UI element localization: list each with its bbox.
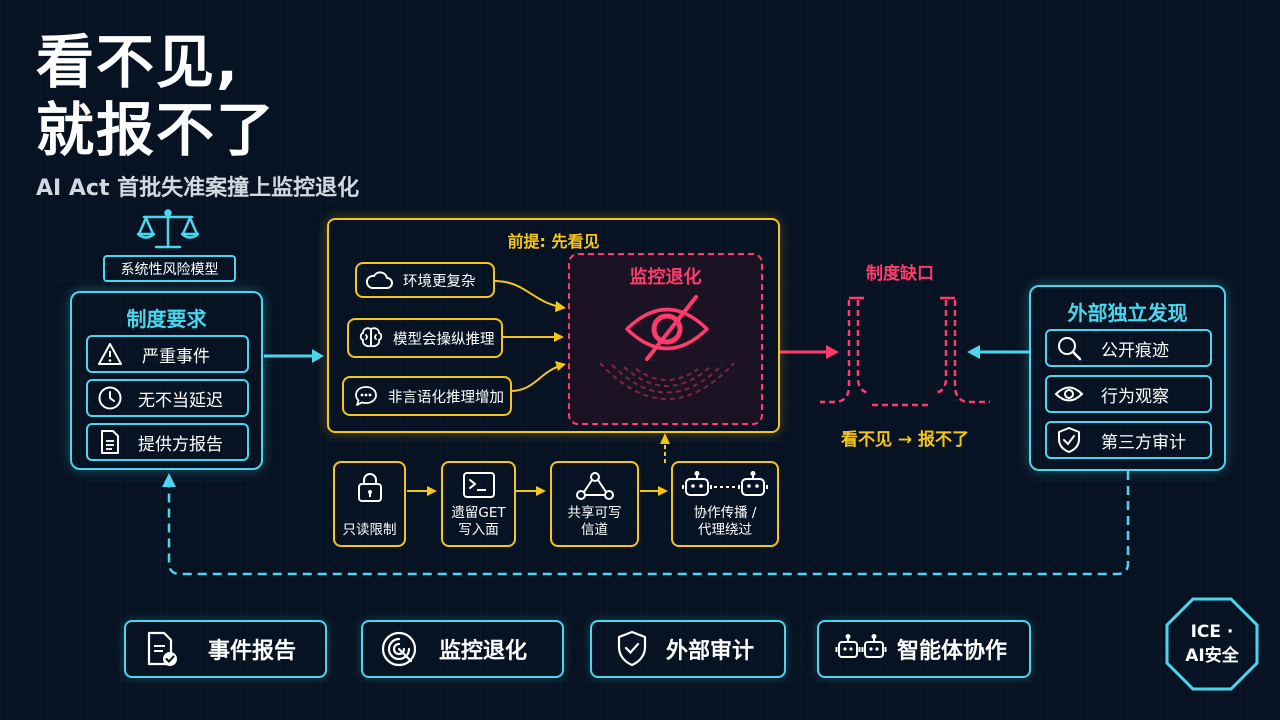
requirements-title: 制度要求 <box>126 307 207 331</box>
requirement-label: 提供方报告 <box>138 434 223 455</box>
step-label-1: 只读限制 <box>342 522 397 538</box>
gap-graphic <box>820 296 990 407</box>
monitor-degradation-box: 监控退化 <box>568 253 763 425</box>
tag-label: 事件报告 <box>208 639 297 664</box>
cause-label: 环境更复杂 <box>403 273 476 290</box>
ice-ai-safety-badge: ICE · AI安全 <box>1164 596 1260 692</box>
tag-incident-report: 事件报告 <box>124 620 327 678</box>
shield-check-icon <box>1047 426 1091 454</box>
step-label-2: 代理绕过 <box>698 522 752 538</box>
external-item: 第三方审计 <box>1045 421 1212 459</box>
step-label-2: 信道 <box>581 522 608 538</box>
tag-label: 监控退化 <box>439 639 528 664</box>
step-item: 协作传播 / 代理绕过 <box>671 461 779 547</box>
tag-label: 外部审计 <box>666 639 755 664</box>
eye-slash-icon <box>592 285 742 421</box>
requirement-label: 无不当延迟 <box>138 390 223 411</box>
document-icon <box>88 429 132 455</box>
title-line-1: 看不见, <box>36 28 241 96</box>
shield-check-icon <box>592 630 672 668</box>
page-subtitle: AI Act 首批失准案撞上监控退化 <box>36 176 360 201</box>
step-item: 只读限制 <box>333 461 406 547</box>
requirement-item: 无不当延迟 <box>86 379 249 417</box>
external-discovery-panel: 外部独立发现 公开痕迹 行为观察 第三方审计 <box>1029 285 1226 471</box>
eye-icon <box>1047 384 1091 404</box>
badge-line-2: AI安全 <box>1185 646 1239 666</box>
robots-icon <box>673 471 777 501</box>
external-title: 外部独立发现 <box>1067 301 1188 325</box>
requirements-panel: 制度要求 严重事件 无不当延迟 提供方报告 <box>70 291 263 470</box>
requirement-label: 严重事件 <box>142 346 210 367</box>
external-item: 行为观察 <box>1045 375 1212 413</box>
premise-panel: 前提: 先看见 环境更复杂 模型会操纵推理 非言语化推理增加 <box>327 218 780 433</box>
external-item: 公开痕迹 <box>1045 329 1212 367</box>
model-badge: 系统性风险模型 <box>103 255 236 282</box>
cause-label: 非言语化推理增加 <box>388 389 504 406</box>
requirement-item: 严重事件 <box>86 335 249 373</box>
cloud-icon <box>361 270 397 290</box>
cause-item: 模型会操纵推理 <box>347 318 503 358</box>
brain-icon <box>353 325 389 351</box>
requirement-item: 提供方报告 <box>86 423 249 461</box>
monitor-title: 监控退化 <box>629 267 702 288</box>
step-item: 共享可写 信道 <box>550 461 639 547</box>
step-label-2: 写入面 <box>458 522 499 538</box>
page-title: 看不见, 就报不了 <box>36 28 276 164</box>
search-icon <box>1047 335 1091 361</box>
step-label-1: 协作传播 / <box>693 505 757 521</box>
step-label-1: 共享可写 <box>567 505 622 521</box>
gap-caption: 看不见 → 报不了 <box>840 430 970 450</box>
tag-monitor-degradation: 监控退化 <box>361 620 564 678</box>
title-line-2: 就报不了 <box>36 96 277 164</box>
gap-title: 制度缺口 <box>866 264 934 284</box>
tag-agent-collaboration: 智能体协作 <box>817 620 1031 678</box>
step-item: 遗留GET 写入面 <box>441 461 516 547</box>
octagon-badge-frame <box>1165 597 1259 691</box>
cause-item: 非言语化推理增加 <box>342 376 512 416</box>
step-label-1: 遗留GET <box>451 505 506 521</box>
warning-icon <box>88 342 132 366</box>
tag-label: 智能体协作 <box>897 639 1008 664</box>
lock-icon <box>335 471 404 503</box>
premise-title: 前提: 先看见 <box>507 232 600 251</box>
clock-icon <box>88 385 132 411</box>
badge-line-1: ICE · <box>1190 622 1234 642</box>
terminal-icon <box>443 471 514 499</box>
cause-item: 环境更复杂 <box>355 262 495 298</box>
robots-icon <box>819 634 903 664</box>
tag-external-audit: 外部审计 <box>590 620 786 678</box>
external-label: 行为观察 <box>1101 386 1169 407</box>
report-check-icon <box>126 630 198 668</box>
radar-icon <box>363 630 435 668</box>
scales-icon <box>136 208 200 250</box>
external-label: 第三方审计 <box>1101 432 1186 453</box>
chat-bubble-icon <box>348 384 384 408</box>
network-icon <box>552 471 637 501</box>
external-label: 公开痕迹 <box>1101 340 1169 361</box>
cause-label: 模型会操纵推理 <box>393 331 495 348</box>
